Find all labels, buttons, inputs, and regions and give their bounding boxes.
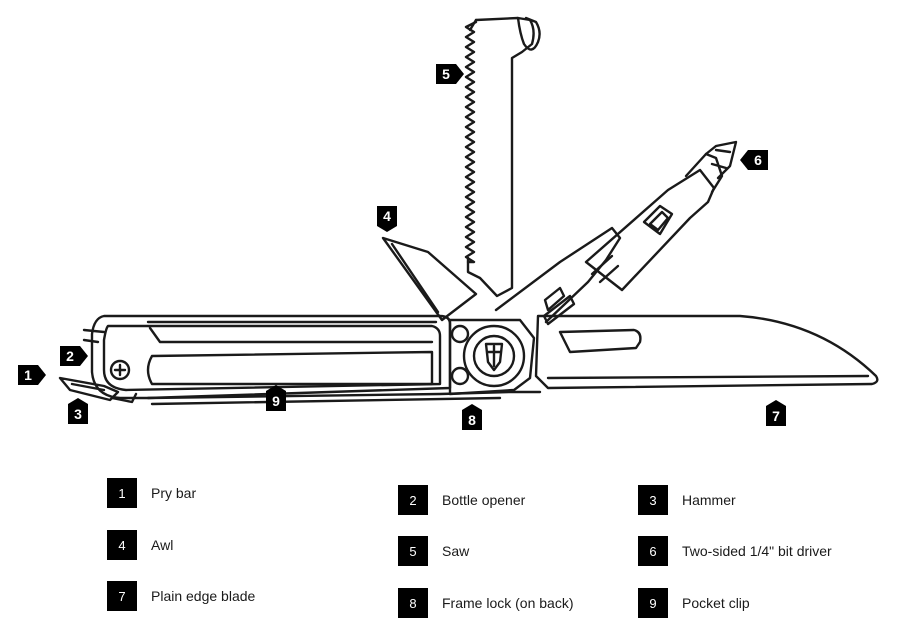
legend-number-8: 8 — [398, 588, 428, 618]
legend-number-3: 3 — [638, 485, 668, 515]
callout-badge-2: 2 — [60, 346, 88, 366]
callout-badge-3: 3 — [68, 398, 88, 424]
legend-item-4: 4 Awl — [107, 530, 173, 560]
legend-label-pry-bar: Pry bar — [151, 485, 197, 501]
pivot-logo — [448, 318, 536, 396]
callout-shape-2 — [60, 346, 88, 366]
pocket-clip — [146, 390, 542, 406]
plain-edge-blade — [534, 314, 879, 390]
callout-badge-1: 1 — [18, 365, 46, 385]
bit-driver — [494, 140, 738, 326]
callout-badge-9: 9 — [266, 385, 286, 411]
callout-shape-7 — [766, 400, 786, 426]
legend-label-plain-edge-blade: Plain edge blade — [151, 588, 256, 604]
legend-label-saw: Saw — [442, 543, 470, 559]
callout-badges: 1 2 3 4 5 6 7 8 9 — [18, 64, 786, 430]
callout-shape-9 — [266, 385, 286, 411]
awl — [381, 236, 478, 322]
legend-number-9: 9 — [638, 588, 668, 618]
callout-shape-1 — [18, 365, 46, 385]
legend-item-8: 8 Frame lock (on back) — [398, 588, 573, 618]
legend-label-hammer: Hammer — [682, 492, 736, 508]
callout-number-7: 7 — [772, 408, 780, 424]
legend-number-1: 1 — [107, 478, 137, 508]
legend-number-4: 4 — [107, 530, 137, 560]
legend-number-7: 7 — [107, 581, 137, 611]
legend-label-bit-driver: Two-sided 1/4" bit driver — [682, 543, 832, 559]
callout-number-5: 5 — [442, 66, 450, 82]
callout-badge-8: 8 — [462, 404, 482, 430]
callout-badge-6: 6 — [740, 150, 768, 170]
callout-number-1: 1 — [24, 367, 32, 383]
pry-bar-tip — [58, 376, 138, 404]
callout-number-3: 3 — [74, 406, 82, 422]
callout-shape-6 — [740, 150, 768, 170]
callout-shape-4 — [377, 206, 397, 232]
saw-blade — [464, 16, 541, 298]
legend-number-5: 5 — [398, 536, 428, 566]
legend-item-9: 9 Pocket clip — [638, 588, 750, 618]
callout-badge-5: 5 — [436, 64, 464, 84]
legend-label-awl: Awl — [151, 537, 174, 553]
callout-shape-8 — [462, 404, 482, 430]
legend-item-5: 5 Saw — [398, 536, 469, 566]
legend-label-pocket-clip: Pocket clip — [682, 595, 750, 611]
legend-item-3: 3 Hammer — [638, 485, 736, 515]
handle-screw — [109, 359, 131, 381]
legend-item-6: 6 Two-sided 1/4" bit driver — [638, 536, 832, 566]
callout-badge-7: 7 — [766, 400, 786, 426]
legend-label-frame-lock: Frame lock (on back) — [442, 595, 574, 611]
bottle-opener — [82, 328, 106, 344]
callout-shape-3 — [68, 398, 88, 424]
legend-number-2: 2 — [398, 485, 428, 515]
legend-label-bottle-opener: Bottle opener — [442, 492, 526, 508]
multitool-diagram: 1 2 3 4 5 6 7 8 9 — [18, 16, 879, 430]
callout-number-9: 9 — [272, 393, 280, 409]
legend-item-2: 2 Bottle opener — [398, 485, 525, 515]
callout-number-4: 4 — [383, 208, 391, 224]
legend-number-6: 6 — [638, 536, 668, 566]
callout-number-8: 8 — [468, 412, 476, 428]
callout-shape-5 — [436, 64, 464, 84]
callout-badge-4: 4 — [377, 206, 397, 232]
legend-item-7: 7 Plain edge blade — [107, 581, 255, 611]
legend-item-1: 1 Pry bar — [107, 478, 196, 508]
callout-number-6: 6 — [754, 152, 762, 168]
handle-frame — [90, 314, 452, 400]
callout-number-2: 2 — [66, 348, 74, 364]
